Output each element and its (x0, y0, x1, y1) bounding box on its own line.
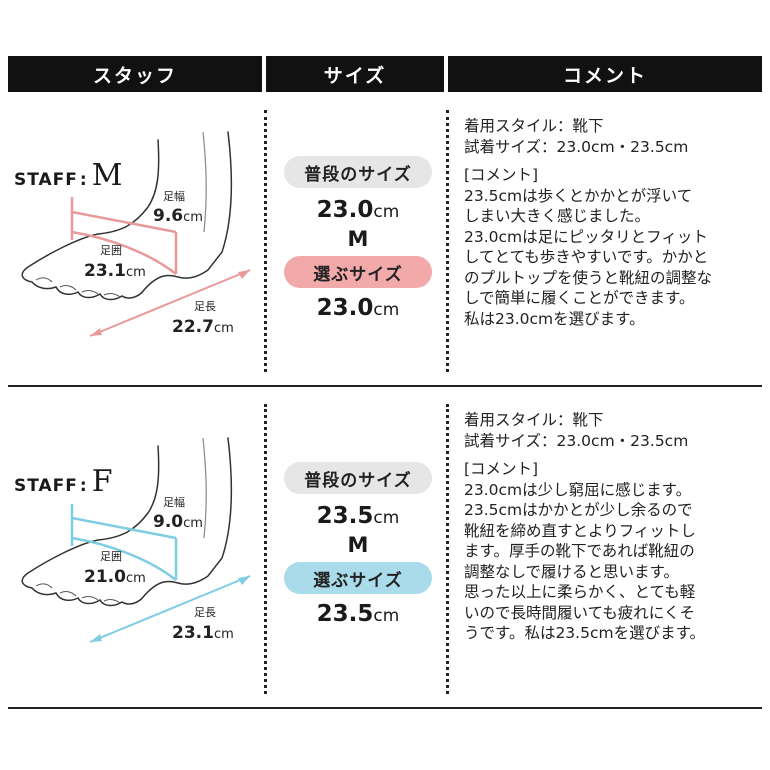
girth-label: 足囲 (100, 244, 122, 257)
svg-text:22.7cm: 22.7cm (172, 317, 234, 337)
row-divider (8, 707, 762, 709)
divider-dots (446, 110, 449, 372)
comment-text: 23.5cmは歩くとかかとが浮いて しまい大きく感じました。 23.0cmは足に… (464, 186, 713, 328)
comment-block: 着用スタイル：靴下 試着サイズ：23.0cm・23.5cm [コメント] 23.… (464, 116, 764, 329)
girth-marker (71, 536, 177, 581)
header-comment: コメント (448, 56, 762, 92)
length-marker (89, 575, 251, 643)
style-line: 着用スタイル：靴下 (464, 117, 604, 135)
svg-text:23.1cm: 23.1cm (84, 261, 146, 281)
comment-block: 着用スタイル：靴下 試着サイズ：23.0cm・23.5cm [コメント] 23.… (464, 410, 764, 644)
staff-name: STAFF:F (14, 464, 114, 499)
row-divider (8, 385, 762, 387)
foot-diagram-f: 足幅 9.0cm 足囲 21.0cm 足長 23.1cm (21, 437, 251, 643)
svg-text:9.0cm: 9.0cm (153, 512, 203, 532)
usual-size-badge: 普段のサイズ (284, 156, 432, 188)
divider-dots (446, 404, 449, 694)
chosen-size-value: 23.0cm (316, 295, 400, 321)
chosen-size-value: 23.5cm (316, 601, 400, 627)
usual-size-value: 23.5cm (316, 503, 400, 529)
tried-line: 試着サイズ：23.0cm・23.5cm (464, 137, 689, 156)
header-staff: スタッフ (8, 56, 262, 92)
chosen-size-badge: 選ぶサイズ (284, 562, 432, 594)
style-line: 着用スタイル：靴下 (464, 411, 604, 429)
usual-size-letter: M (347, 227, 369, 251)
usual-size-letter: M (347, 533, 369, 557)
svg-text:9.6cm: 9.6cm (153, 206, 203, 226)
comment-text: 23.0cmは少し窮屈に感じます。 23.5cmはかかとが少し余るので 靴紐を締… (464, 480, 706, 643)
size-column: 普段のサイズ 23.5cm M 選ぶサイズ 23.5cm (278, 462, 438, 630)
width-label: 足幅 (163, 190, 185, 203)
girth-label: 足囲 (100, 550, 122, 563)
tried-line: 試着サイズ：23.0cm・23.5cm (464, 431, 689, 450)
staff-row-m: 足幅 9.6cm 足囲 23.1cm 足長 22.7cm STAFF:M 普段の… (8, 92, 762, 386)
staff-name: STAFF:M (14, 158, 124, 193)
svg-text:21.0cm: 21.0cm (84, 567, 146, 587)
header-size: サイズ (266, 56, 444, 92)
divider-dots (264, 404, 267, 694)
foot-diagram-m: 足幅 9.6cm 足囲 23.1cm 足長 22.7cm (21, 131, 251, 337)
length-marker (89, 269, 251, 337)
svg-text:23.1cm: 23.1cm (172, 623, 234, 643)
comment-heading: [コメント] (464, 460, 539, 478)
size-column: 普段のサイズ 23.0cm M 選ぶサイズ 23.0cm (278, 156, 438, 324)
girth-marker (71, 230, 177, 275)
length-label: 足長 (194, 606, 216, 619)
chosen-size-badge: 選ぶサイズ (284, 256, 432, 288)
length-label: 足長 (194, 300, 216, 313)
comment-heading: [コメント] (464, 166, 539, 184)
width-label: 足幅 (163, 496, 185, 509)
divider-dots (264, 110, 267, 372)
usual-size-badge: 普段のサイズ (284, 462, 432, 494)
usual-size-value: 23.0cm (316, 197, 400, 223)
staff-row-f: 足幅 9.0cm 足囲 21.0cm 足長 23.1cm STAFF:F 普段の… (8, 386, 762, 708)
